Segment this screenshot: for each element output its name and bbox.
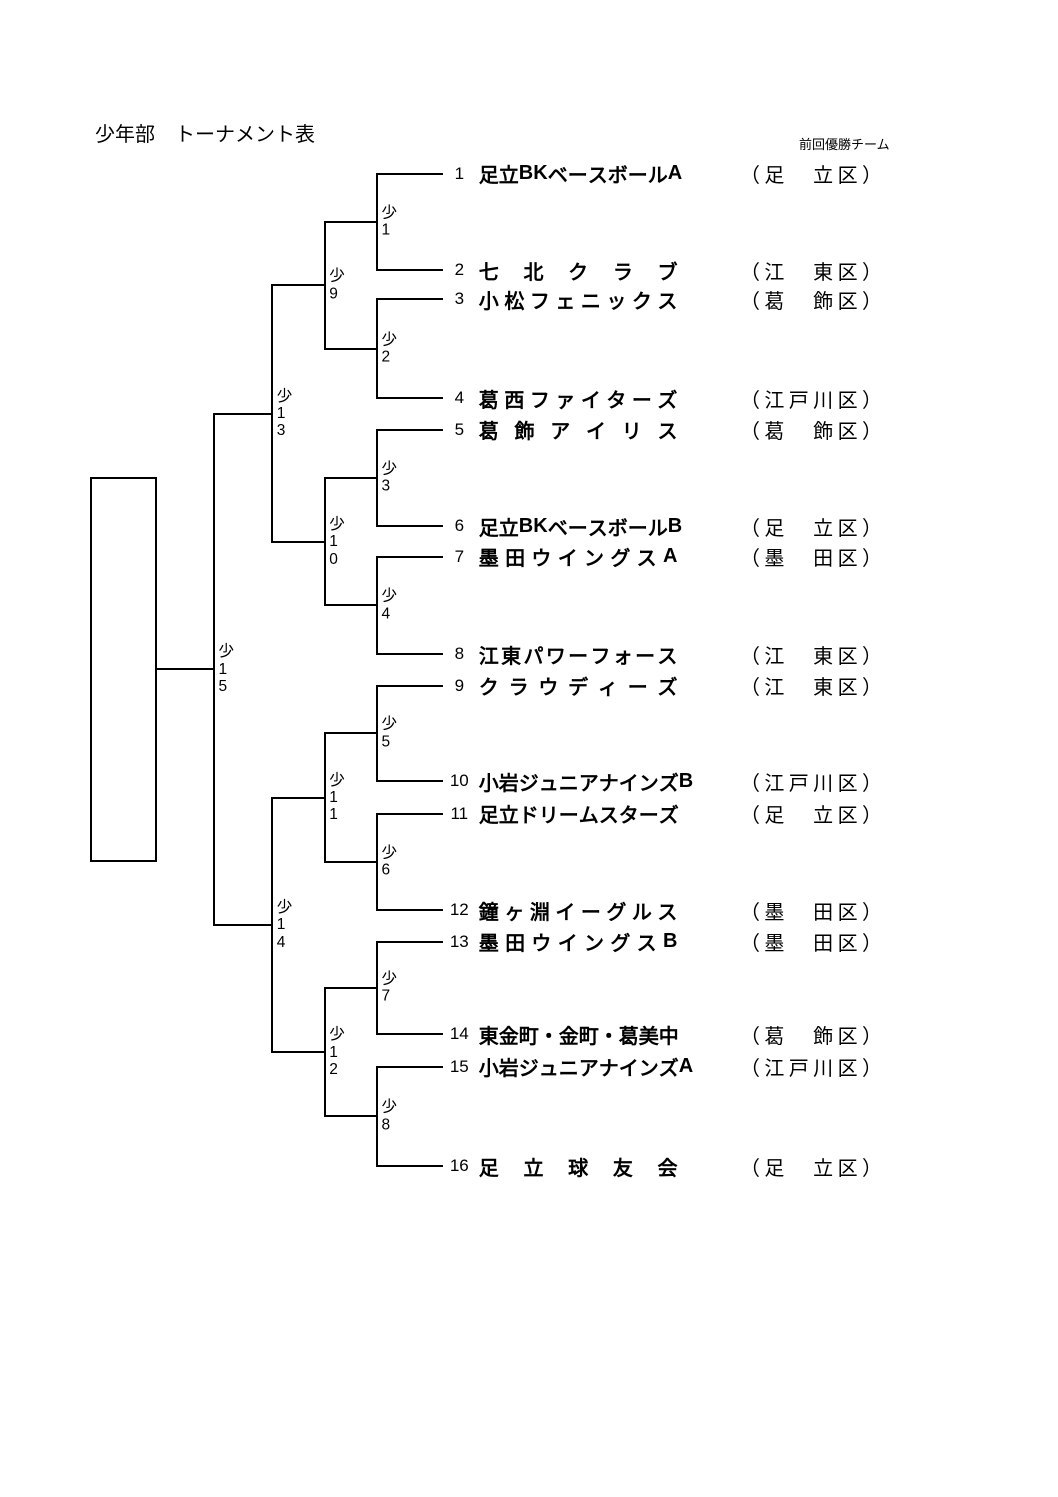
team-district: （江 東区） bbox=[740, 261, 882, 284]
winner-line bbox=[323, 477, 378, 479]
team-connector-line bbox=[376, 780, 443, 782]
match-label: 少 4 bbox=[381, 587, 398, 623]
team-district: （葛 飾区） bbox=[740, 421, 882, 444]
team-connector-line bbox=[376, 653, 443, 656]
winner-line bbox=[271, 540, 326, 543]
match-label: 少 5 bbox=[381, 715, 398, 751]
match-label: 少 1 5 bbox=[218, 643, 235, 695]
team-connector-line bbox=[376, 909, 443, 912]
winner-line bbox=[323, 221, 378, 223]
team-connector-line bbox=[376, 812, 443, 815]
team-connector-line bbox=[376, 1065, 443, 1068]
winner-line bbox=[323, 987, 378, 989]
team-connector-line bbox=[376, 940, 443, 943]
team-connector-line bbox=[376, 428, 443, 431]
winner-line bbox=[271, 284, 326, 287]
team-name: クラウディーズ bbox=[478, 677, 678, 700]
match-label: 少 1 0 bbox=[329, 515, 345, 568]
team-number: 5 bbox=[454, 419, 465, 439]
team-district: （葛 飾区） bbox=[740, 290, 882, 313]
team-district: （足 立区） bbox=[740, 1157, 882, 1180]
winner-line bbox=[271, 1051, 326, 1054]
match-label: 少 1 bbox=[381, 204, 398, 239]
team-district: （江戸川区） bbox=[740, 1058, 882, 1081]
team-number: 14 bbox=[449, 1024, 469, 1044]
team-number: 16 bbox=[449, 1156, 469, 1176]
team-connector-line bbox=[376, 684, 443, 687]
team-name: 江東パワーフォース bbox=[478, 645, 678, 668]
match-label: 少 6 bbox=[381, 844, 398, 879]
team-name: 足立球友会 bbox=[478, 1157, 678, 1180]
winner-line bbox=[271, 796, 326, 799]
team-district: （江 東区） bbox=[740, 677, 882, 700]
winner-line bbox=[323, 347, 378, 350]
team-name: 小松フェニックス bbox=[478, 290, 678, 313]
team-connector-line bbox=[376, 269, 443, 272]
team-name: 足立ドリームスターズ bbox=[478, 805, 679, 827]
team-number: 6 bbox=[454, 516, 465, 536]
team-connector-line bbox=[376, 1165, 443, 1168]
team-connector-line bbox=[376, 298, 443, 301]
team-connector-line bbox=[376, 172, 443, 175]
team-number: 15 bbox=[449, 1056, 469, 1076]
match-label: 少 7 bbox=[381, 970, 398, 1005]
team-number: 4 bbox=[454, 388, 465, 407]
winner-line bbox=[323, 732, 378, 735]
match-label: 少 1 4 bbox=[276, 898, 293, 951]
team-district: （葛 飾区） bbox=[740, 1025, 882, 1048]
team-connector-line bbox=[376, 1033, 443, 1036]
team-number: 8 bbox=[454, 644, 465, 664]
team-district: （墨 田区） bbox=[740, 901, 882, 924]
team-name: 鐘ヶ淵イーグルス bbox=[478, 901, 678, 924]
match-label: 少 2 bbox=[381, 331, 398, 366]
team-connector-line bbox=[376, 397, 443, 399]
team-district: （足 立区） bbox=[740, 517, 882, 540]
team-number: 9 bbox=[454, 675, 465, 695]
team-name: 東金町・金町・葛美中 bbox=[478, 1025, 679, 1048]
team-district: （江戸川区） bbox=[740, 389, 882, 412]
winner-line bbox=[213, 923, 274, 926]
team-district: （墨 田区） bbox=[740, 933, 882, 956]
winner-line bbox=[323, 860, 378, 863]
page-title: 少年部 トーナメント表 bbox=[95, 123, 315, 146]
team-name: 葛西ファイターズ bbox=[478, 389, 678, 412]
team-district: （足 立区） bbox=[740, 805, 882, 827]
team-number: 7 bbox=[454, 546, 465, 566]
match-label: 少 9 bbox=[329, 267, 345, 303]
winner-line bbox=[213, 412, 274, 415]
team-name: 七北クラブ bbox=[478, 261, 678, 284]
team-number: 13 bbox=[449, 931, 469, 951]
team-name: 葛飾アイリス bbox=[478, 421, 678, 444]
team-number: 11 bbox=[450, 803, 469, 823]
winner-line bbox=[156, 668, 215, 671]
previous-champion-note: 前回優勝チーム bbox=[799, 137, 890, 152]
champion-box bbox=[90, 477, 157, 862]
match-label: 少 1 3 bbox=[276, 387, 293, 440]
team-number: 1 bbox=[454, 163, 465, 183]
team-district: （江戸川区） bbox=[740, 772, 882, 795]
team-number: 12 bbox=[449, 900, 469, 920]
winner-line bbox=[323, 604, 378, 607]
match-label: 少 3 bbox=[381, 460, 398, 495]
winner-line bbox=[323, 1115, 378, 1118]
team-district: （墨 田区） bbox=[740, 548, 882, 571]
match-label: 少 1 2 bbox=[329, 1026, 345, 1078]
match-label: 少 8 bbox=[381, 1098, 398, 1134]
team-connector-line bbox=[376, 555, 443, 558]
team-connector-line bbox=[376, 525, 443, 528]
team-number: 2 bbox=[454, 260, 465, 280]
team-district: （江 東区） bbox=[740, 645, 882, 668]
team-number: 10 bbox=[449, 771, 469, 790]
team-district: （足 立区） bbox=[740, 165, 882, 188]
team-number: 3 bbox=[454, 289, 465, 309]
match-label: 少 1 1 bbox=[329, 771, 345, 824]
